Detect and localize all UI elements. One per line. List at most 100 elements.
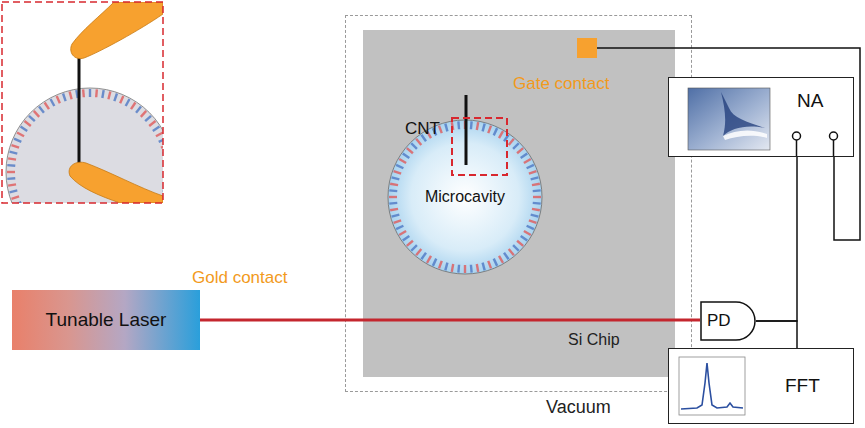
rim-fringe <box>529 171 537 174</box>
inset-frame <box>2 2 163 203</box>
rim-fringe <box>392 177 400 179</box>
vacuum-chamber: VacuumSi ChipMicrocavityGate contact <box>345 15 692 392</box>
rim-fringe <box>136 107 141 113</box>
rim-fringe <box>95 89 98 97</box>
node-label: Vacuum <box>546 397 611 418</box>
rim-fringe <box>11 196 19 199</box>
rim-fringe <box>513 245 519 251</box>
rim-fringe <box>108 92 110 100</box>
rim-fringe <box>14 139 21 142</box>
rim-fringe <box>494 128 497 135</box>
rim-fringe <box>403 153 410 158</box>
rim-fringe <box>488 126 491 134</box>
rim-fringe <box>407 241 413 246</box>
inset-rim-fringes <box>7 89 163 203</box>
rim-fringe <box>527 226 534 229</box>
rim-fringe <box>411 245 417 251</box>
rim-fringe <box>120 96 123 103</box>
rim-fringe <box>433 259 436 266</box>
label-anchor: Gold contact <box>192 268 287 288</box>
rim-fringe <box>114 93 117 101</box>
node-label: Si Chip <box>568 331 620 349</box>
photodetector: PD <box>700 301 756 341</box>
rim-fringe <box>504 253 509 260</box>
rim-fringe <box>521 153 528 158</box>
si-chip: Si ChipMicrocavityGate contact <box>363 30 675 377</box>
rim-fringe <box>7 177 15 180</box>
rim-fringe <box>445 263 447 271</box>
detector-outline <box>701 302 755 340</box>
rim-fringe <box>509 249 514 255</box>
rim-fringe <box>70 92 72 100</box>
rim-fringe <box>45 103 49 110</box>
rim-fringe <box>445 124 447 132</box>
zoom-bracket <box>452 118 507 175</box>
rim-fringe <box>470 121 473 129</box>
rim-fringe <box>427 256 431 263</box>
rim-fringe <box>407 148 413 153</box>
rim-fringe <box>399 159 406 163</box>
rim-fringe <box>494 259 497 266</box>
rim-fringe <box>89 89 91 97</box>
rim-fringe <box>8 158 16 159</box>
rim-fringe <box>390 209 398 210</box>
rim-fringe <box>457 121 460 129</box>
signal-wire <box>756 157 797 321</box>
rim-fringe <box>396 226 403 229</box>
nanotube <box>465 95 468 165</box>
rim-fringe <box>527 165 534 168</box>
rim-fringe <box>488 261 491 269</box>
node-label: FFT <box>785 375 820 397</box>
rim-fringe <box>394 220 402 223</box>
gold-contact-bottom <box>69 162 163 203</box>
node-label: NA <box>797 90 823 112</box>
network-analyzer-shape <box>669 78 853 156</box>
rim-fringe <box>521 236 528 241</box>
rim-fringe <box>34 111 39 117</box>
rim-fringe <box>153 127 160 131</box>
rim-fringe <box>10 190 18 192</box>
laser-source: Tunable Laser <box>12 290 200 350</box>
rim-fringe <box>39 107 44 113</box>
rim-fringe <box>7 171 15 173</box>
rim-fringe <box>532 184 540 185</box>
rim-fringe <box>141 111 146 117</box>
rim-fringe <box>439 261 442 269</box>
rim-fringe <box>76 90 77 98</box>
rim-fringe <box>82 89 85 97</box>
rim-fringe <box>524 231 531 235</box>
rim-fringe <box>411 143 417 149</box>
network-analyzer: NA <box>668 77 854 157</box>
rim-fringe <box>50 99 54 106</box>
rim-fringe <box>470 265 473 273</box>
rim-fringe <box>483 124 485 132</box>
rim-fringe <box>529 220 537 223</box>
rim-fringe <box>532 209 540 210</box>
rim-fringe <box>533 202 541 205</box>
rim-fringe <box>57 96 60 103</box>
rim-fringe <box>533 189 541 192</box>
rim-fringe <box>477 122 478 130</box>
rim-fringe <box>126 99 130 106</box>
port-connector <box>830 132 838 140</box>
rim-fringe <box>499 256 503 263</box>
rim-fringe <box>399 231 406 235</box>
gold-contact-top <box>71 2 163 59</box>
rim-fringe <box>389 202 397 205</box>
rim-fringe <box>531 215 539 217</box>
node-label: Gate contact <box>513 74 609 94</box>
spectrum-analyzer-shape <box>669 349 853 423</box>
rim-fringe <box>452 264 453 272</box>
rim-fringe <box>392 215 400 217</box>
rim-fringe <box>483 263 485 271</box>
rim-fringe <box>390 184 398 185</box>
rim-fringe <box>394 171 402 174</box>
gate-contact: Gate contact <box>577 38 597 58</box>
rim-fringe <box>477 264 478 272</box>
port-stub <box>796 140 798 156</box>
rim-fringe <box>7 164 15 167</box>
spectrum-analyzer: FFT <box>668 348 854 424</box>
